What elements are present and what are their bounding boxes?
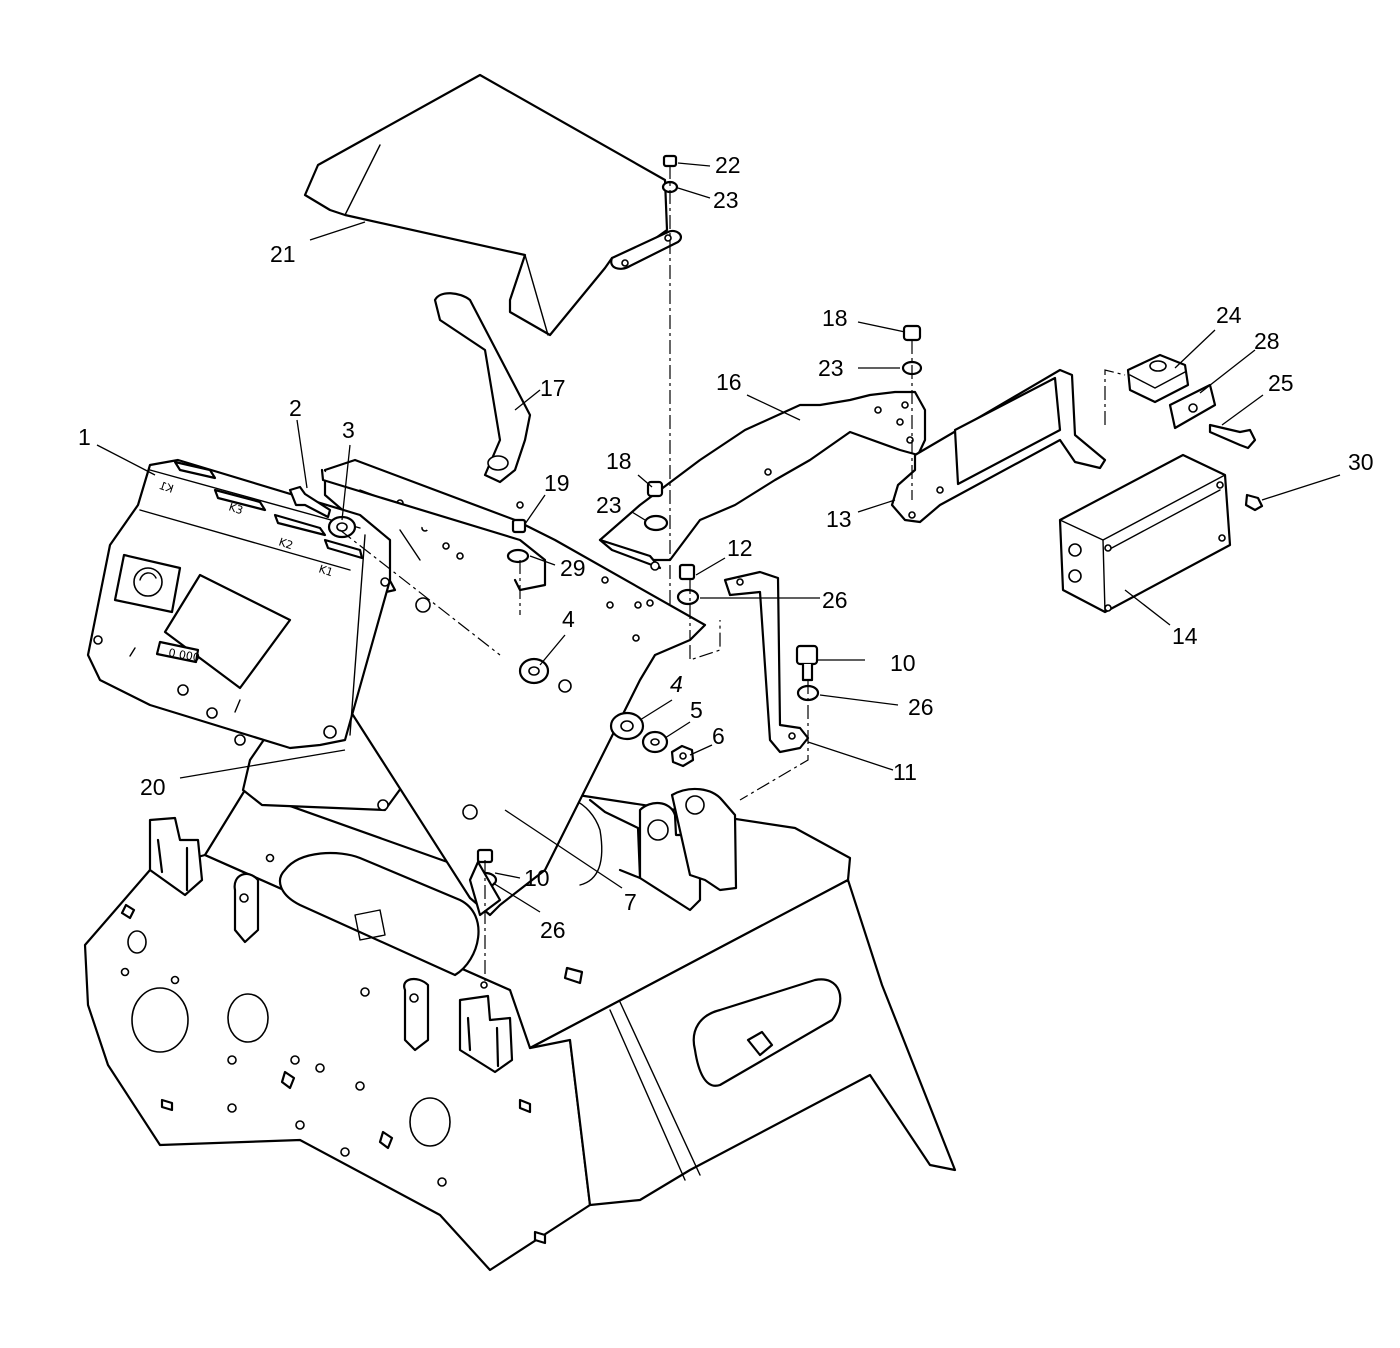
callout-21: 21 <box>270 241 296 267</box>
cover-part-21 <box>303 73 683 337</box>
callout-6: 6 <box>712 723 725 749</box>
callout-22: 22 <box>715 152 741 178</box>
callout-26-upper: 26 <box>822 587 848 613</box>
frame-part <box>83 787 957 1272</box>
callout-12: 12 <box>727 535 753 561</box>
panel-marking-k1-top: K1 <box>158 479 176 496</box>
callout-23-mid: 23 <box>818 355 844 381</box>
screw-part-25 <box>1208 423 1257 450</box>
callout-28: 28 <box>1254 328 1280 354</box>
callout-leaders <box>96 162 1341 913</box>
callout-2: 2 <box>289 395 302 421</box>
plate-part-28 <box>1168 383 1217 430</box>
callout-10-upper: 10 <box>890 650 916 676</box>
callout-30: 30 <box>1348 449 1374 475</box>
panel-marking-k3: K3 <box>227 500 245 517</box>
callout-1: 1 <box>78 424 91 450</box>
callout-23-lower: 23 <box>596 492 622 518</box>
panel-marking-k1-bottom: K1 <box>317 562 335 579</box>
bracket-part-13 <box>890 368 1107 524</box>
callout-7: 7 <box>624 889 637 915</box>
assembly-centerlines <box>339 165 1126 985</box>
callout-26-lower: 26 <box>540 917 566 943</box>
callout-11: 11 <box>893 759 917 785</box>
clamp-block-part-24 <box>1126 353 1190 404</box>
callout-20: 20 <box>140 774 166 800</box>
callout-19: 19 <box>544 470 570 496</box>
callout-10-lower: 10 <box>524 865 550 891</box>
control-unit-part-1: K1 K3 K2 K1 0 000 <box>86 458 392 750</box>
main-plate-part-7 <box>303 458 707 917</box>
callout-23-top: 23 <box>713 187 739 213</box>
callout-16: 16 <box>716 369 742 395</box>
callout-5: 5 <box>690 697 703 723</box>
display-tag: 0 000 <box>167 646 200 664</box>
callout-4-upper: 4 <box>562 606 575 632</box>
callout-24: 24 <box>1216 302 1242 328</box>
callout-13: 13 <box>826 506 852 532</box>
callout-18-lower: 18 <box>606 448 632 474</box>
callout-26-mid: 26 <box>908 694 934 720</box>
callout-4-lower: 4 <box>670 671 683 697</box>
bracket-part-16 <box>598 390 927 571</box>
callout-17: 17 <box>540 375 566 401</box>
callout-labels: 1 2 3 4 4 5 6 7 10 10 11 12 13 14 16 17 … <box>78 152 1374 943</box>
callout-25: 25 <box>1268 370 1294 396</box>
screw-part-30 <box>1244 493 1264 512</box>
callout-14: 14 <box>1172 623 1198 649</box>
callout-18-upper: 18 <box>822 305 848 331</box>
callout-3: 3 <box>342 417 355 443</box>
support-arm-part-17 <box>433 292 532 484</box>
box-part-14 <box>1058 453 1232 614</box>
panel-marking-k2: K2 <box>277 535 295 552</box>
rod-bracket-part-11 <box>723 570 810 754</box>
callout-29: 29 <box>560 555 586 581</box>
